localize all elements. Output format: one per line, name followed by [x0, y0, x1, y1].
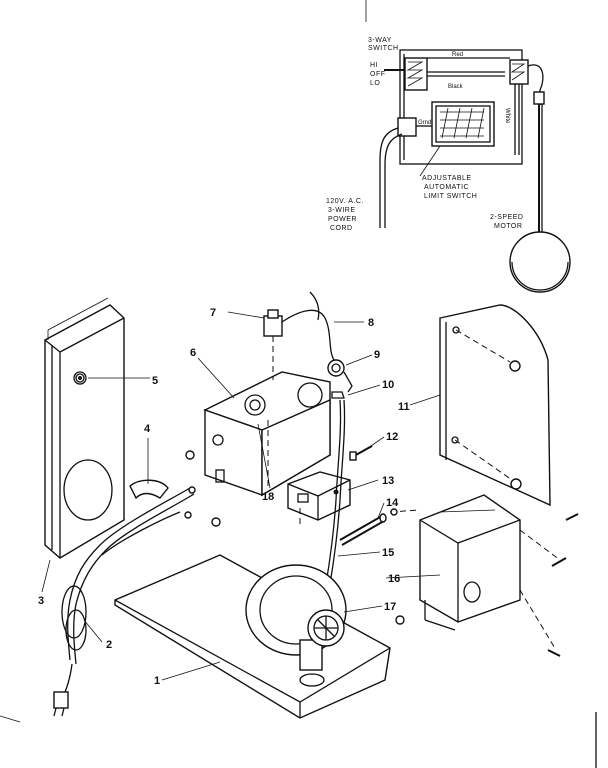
cord-label-4: CORD: [330, 225, 353, 232]
limit-label-1: ADJUSTABLE: [422, 175, 472, 182]
motor-label-2: MOTOR: [494, 223, 522, 230]
callout-5: 5: [152, 375, 158, 387]
callout-14: 14: [386, 497, 399, 509]
part-1-base-plate: [114, 554, 391, 719]
callout-labels: 1 2 3 4 5 6 7 8 9 10 11 12 13 14 15 16 1…: [38, 307, 410, 687]
part-13-limit-switch: [287, 471, 351, 525]
limit-label-2: AUTOMATIC: [424, 184, 469, 191]
part-5-clip: [73, 371, 87, 385]
part-10-retainer: [331, 391, 345, 399]
wire-black-label: Black: [448, 84, 464, 90]
callout-12: 12: [386, 431, 398, 443]
position-off: OFF: [370, 71, 386, 78]
part-9-sensor: [327, 359, 353, 393]
switch-label-2: SWITCH: [368, 45, 399, 52]
part-14-rod: [339, 508, 421, 546]
two-speed-motor: [509, 231, 571, 293]
callout-11: 11: [398, 401, 410, 413]
cord-label-1: 120V. A.C.: [326, 198, 364, 205]
position-lo: LO: [370, 80, 380, 87]
part-11-cover-panel: [439, 304, 551, 507]
wire-red-label: Red: [452, 52, 463, 58]
part-16-motor-bracket: [395, 494, 579, 657]
wire-white-label: White: [504, 108, 510, 124]
motor-label-1: 2-SPEED: [490, 214, 523, 221]
leader-lines: [41, 311, 441, 681]
callout-16: 16: [388, 573, 400, 585]
callout-3: 3: [38, 595, 44, 607]
part-12-screw: [349, 445, 373, 461]
part-15-motor-cord: [325, 399, 346, 585]
callout-18: 18: [262, 491, 274, 503]
part-4-strain-relief: [129, 479, 169, 500]
three-way-switch: [404, 57, 428, 91]
callout-15: 15: [382, 547, 394, 559]
callout-10: 10: [382, 379, 394, 391]
cord-label-2: 3-WIRE: [328, 207, 356, 214]
position-hi: HI: [370, 62, 378, 69]
part-18-grommet: [249, 399, 261, 411]
callout-7: 7: [210, 307, 216, 319]
callout-4: 4: [144, 423, 151, 435]
wiring-schematic: 3-WAY SWITCH HI OFF LO Red Black White G…: [326, 0, 571, 293]
part-8-cord: [281, 291, 335, 361]
limit-label-3: LIMIT SWITCH: [424, 193, 477, 200]
switch-label-1: 3-WAY: [368, 37, 392, 44]
part-7-switch: [263, 309, 283, 380]
part-17-blower: [245, 564, 347, 671]
limit-switch: [431, 101, 495, 147]
part-2-power-cord: [53, 450, 221, 717]
callout-9: 9: [374, 349, 380, 361]
wire-grnd-label: Grnd: [418, 120, 431, 126]
callout-1: 1: [154, 675, 160, 687]
callout-2: 2: [106, 639, 112, 651]
callout-6: 6: [190, 347, 196, 359]
corner-mark: [0, 715, 21, 723]
part-3-side-panel: [44, 297, 125, 559]
callout-8: 8: [368, 317, 374, 329]
callout-17: 17: [384, 601, 396, 613]
part-6-mounting-bracket: [203, 371, 331, 497]
cord-label-3: POWER: [328, 216, 357, 223]
callout-13: 13: [382, 475, 394, 487]
